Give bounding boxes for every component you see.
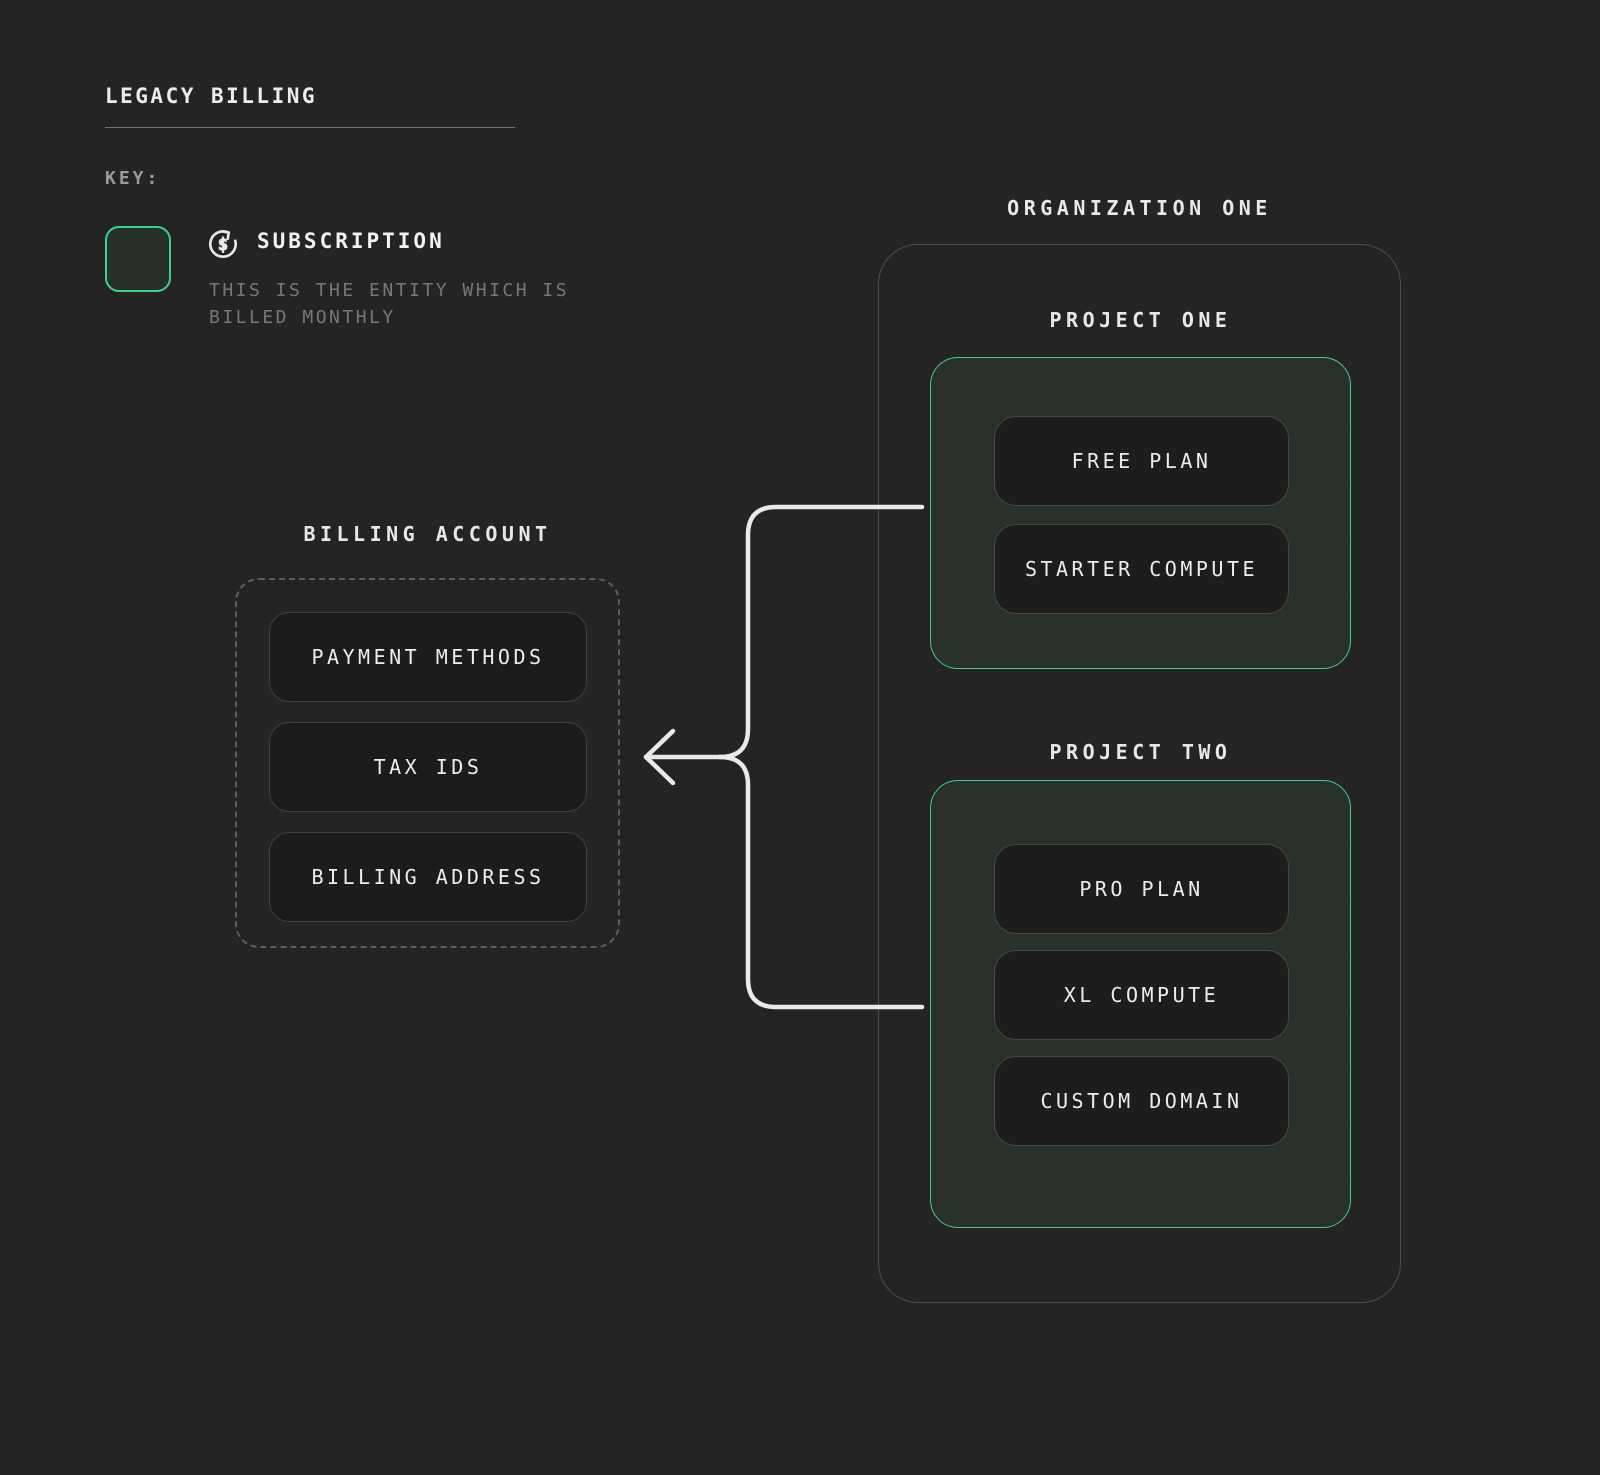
billing-address-pill: BILLING ADDRESS [269,832,587,922]
subscription-key-swatch [105,226,171,292]
project-one-title: PROJECT ONE [1049,308,1232,332]
free-plan-pill: FREE PLAN [994,416,1289,506]
billing-account-box: PAYMENT METHODS TAX IDS BILLING ADDRESS [235,578,620,948]
payment-methods-pill: PAYMENT METHODS [269,612,587,702]
project-two-box: PRO PLAN XL COMPUTE CUSTOM DOMAIN [930,780,1351,1228]
dollar-glyph: $ [218,234,228,254]
page-title: LEGACY BILLING [105,84,318,108]
xl-compute-pill: XL COMPUTE [994,950,1289,1040]
arrowhead-icon [643,728,676,786]
pro-plan-pill: PRO PLAN [994,844,1289,934]
subscription-description: THIS IS THE ENTITY WHICH IS BILLED MONTH… [209,280,570,328]
key-label: KEY: [105,168,161,189]
project-one-box: FREE PLAN STARTER COMPUTE [930,357,1351,669]
starter-compute-pill: STARTER COMPUTE [994,524,1289,614]
icon-arrowhead [221,230,231,241]
tax-ids-pill: TAX IDS [269,722,587,812]
organization-title: ORGANIZATION ONE [1007,196,1272,220]
project-two-title: PROJECT TWO [1049,740,1232,764]
custom-domain-pill: CUSTOM DOMAIN [994,1056,1289,1146]
subscription-label: SUBSCRIPTION [257,229,445,253]
title-divider [105,127,515,128]
recurring-dollar-icon: $ [209,230,237,258]
billing-account-title: BILLING ACCOUNT [303,522,552,546]
